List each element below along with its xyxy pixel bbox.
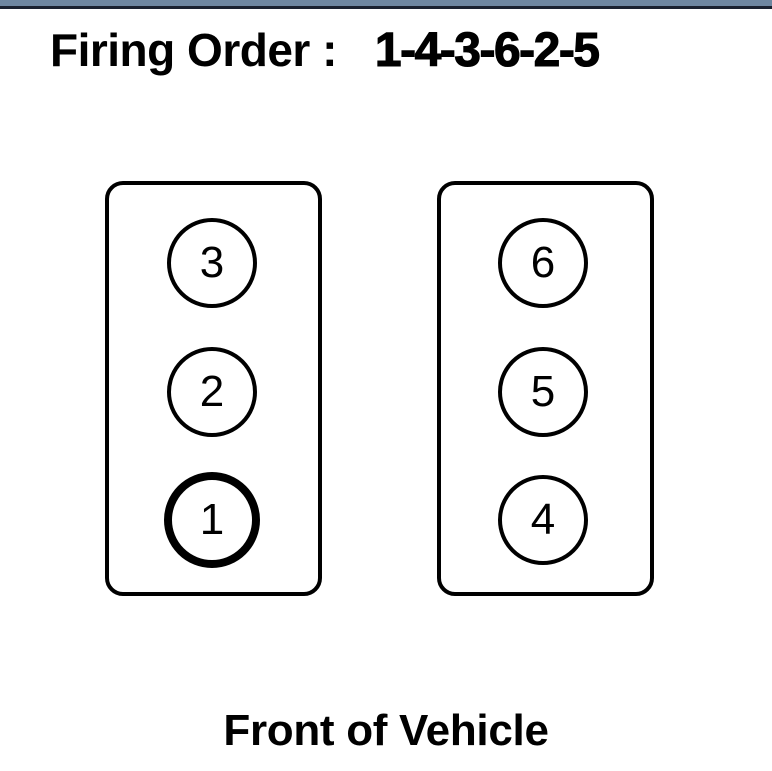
cylinder-circle-2: 2 [167,347,257,437]
page-title: Firing Order : 1-4-3-6-2-5 [50,18,740,82]
cylinder-circle-4: 4 [498,475,588,565]
top-accent-bar [0,0,772,6]
firing-order-label: Firing Order : [50,24,337,76]
front-of-vehicle-label: Front of Vehicle [223,706,549,755]
cylinder-circle-5: 5 [498,347,588,437]
top-accent-rule [0,6,772,9]
cylinder-circle-1: 1 [164,472,260,568]
cylinder-circle-3: 3 [167,218,257,308]
cylinder-circle-6: 6 [498,218,588,308]
firing-order-sequence: 1-4-3-6-2-5 [374,23,600,77]
